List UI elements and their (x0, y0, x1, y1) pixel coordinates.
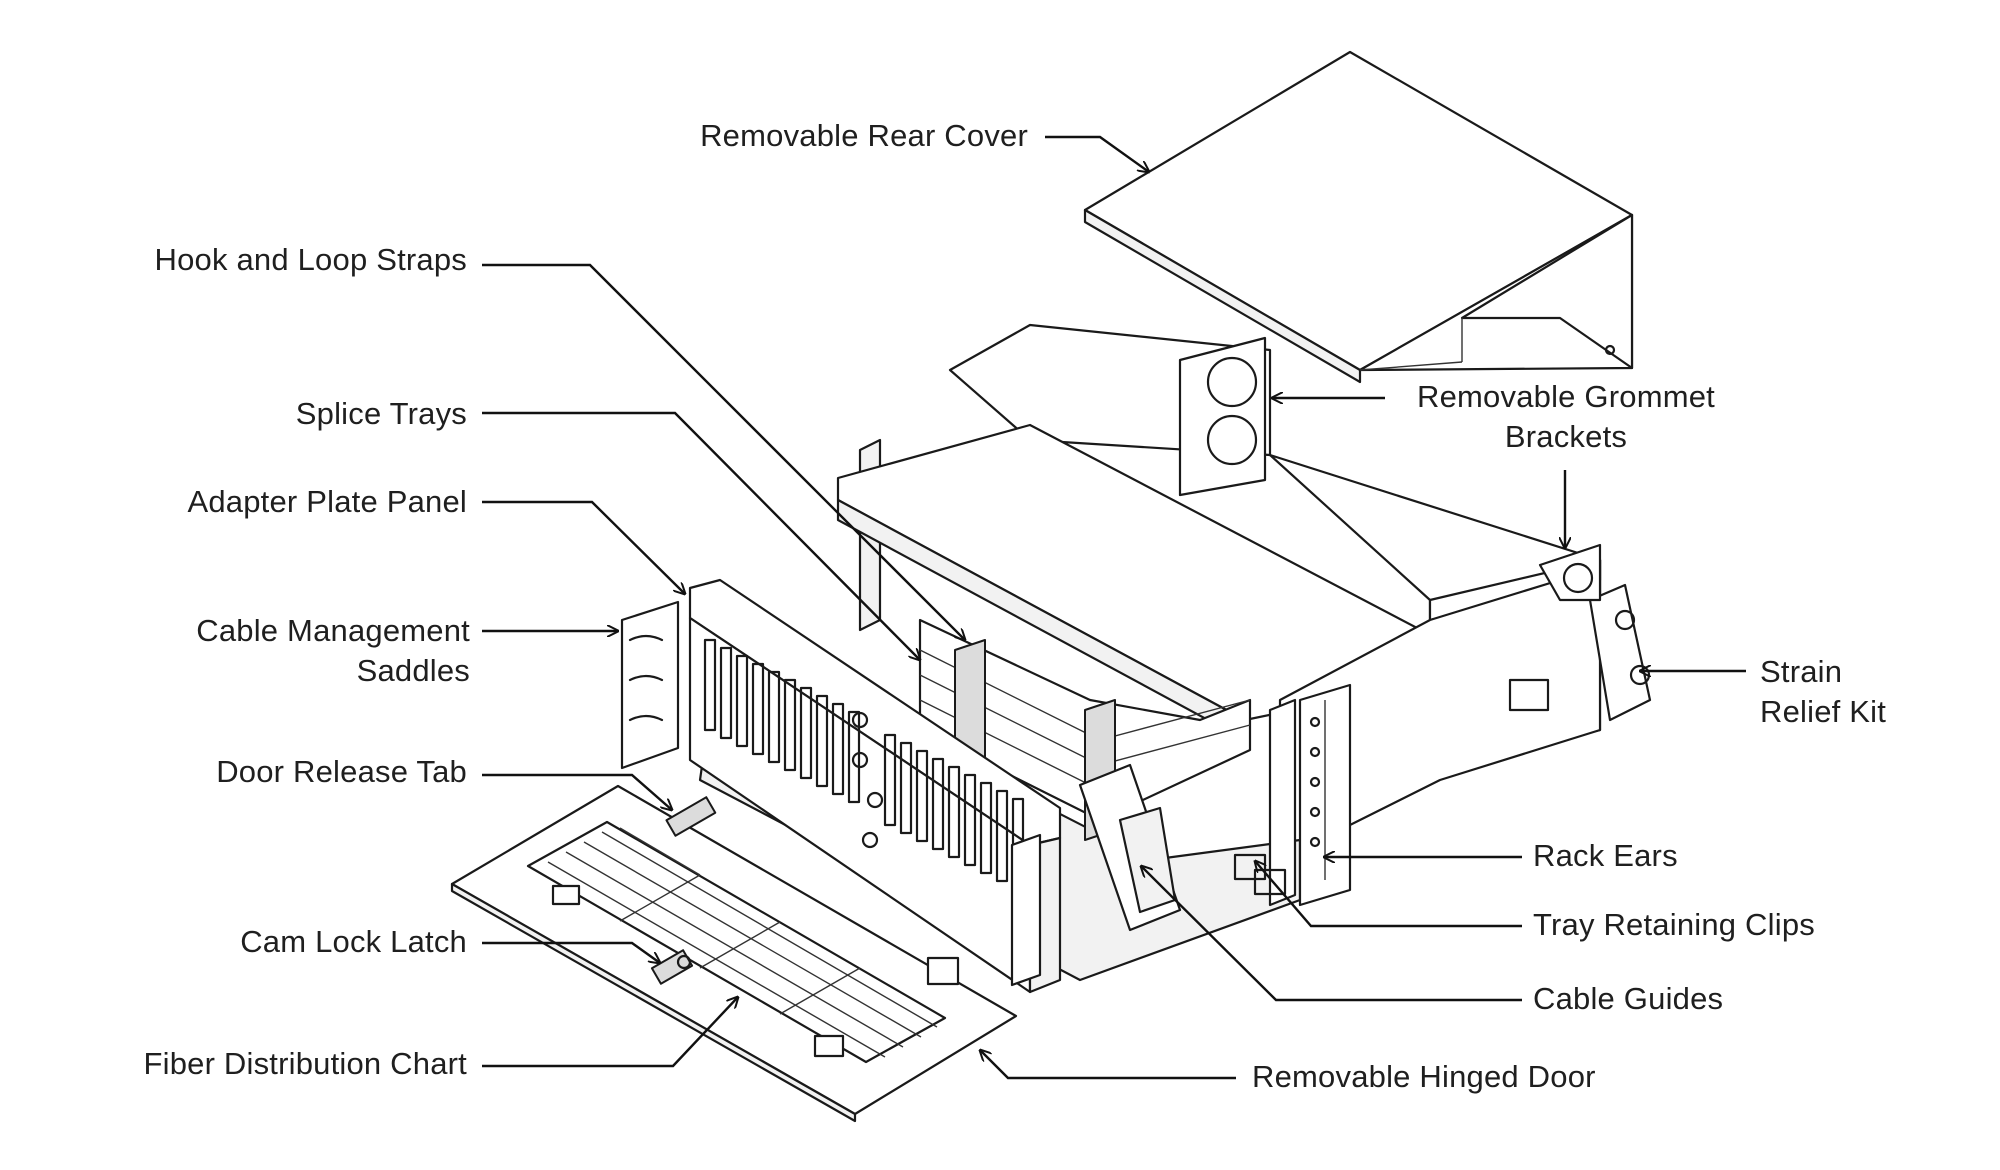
fiber-distribution-chart-grid (547, 827, 938, 1058)
cable-management-saddles (620, 600, 1042, 987)
label-cable-guides: Cable Guides (1533, 981, 1724, 1016)
adapter-plate-panel-drawing (620, 578, 1062, 994)
leader-door-release-tab (482, 773, 672, 810)
label-rack-ears: Rack Ears (1533, 838, 1678, 873)
leader-lines (482, 135, 1746, 1080)
label-cable-management-saddles: Cable Management Saddles (196, 611, 470, 691)
leader-hook-and-loop-straps (482, 263, 965, 640)
label-removable-grommet-brackets-line2: Brackets (1504, 419, 1628, 454)
label-door-release-tab: Door Release Tab (216, 754, 467, 789)
label-cable-management-saddles-line2: Saddles (356, 653, 470, 688)
leader-cable-guides (1141, 866, 1522, 1002)
label-strain-relief-kit-line1: Strain (1760, 654, 1843, 689)
leader-tray-retaining-clips (1255, 861, 1522, 928)
label-removable-grommet-brackets-line1: Removable Grommet (1417, 379, 1715, 414)
label-removable-hinged-door: Removable Hinged Door (1252, 1059, 1596, 1094)
label-fiber-distribution-chart: Fiber Distribution Chart (143, 1046, 467, 1081)
label-cam-lock-latch: Cam Lock Latch (240, 924, 467, 959)
leader-cam-lock-latch (482, 941, 660, 963)
leader-splice-trays (482, 411, 920, 660)
label-tray-retaining-clips: Tray Retaining Clips (1533, 907, 1815, 942)
label-strain-relief-kit: Strain Relief Kit (1760, 652, 1886, 732)
label-removable-grommet-brackets: Removable Grommet Brackets (1398, 377, 1734, 457)
label-adapter-plate-panel: Adapter Plate Panel (187, 484, 467, 519)
label-strain-relief-kit-line2: Relief Kit (1760, 694, 1887, 729)
chassis-drawing (698, 323, 1652, 982)
leader-adapter-plate-panel (482, 500, 685, 594)
leader-removable-hinged-door (980, 1050, 1236, 1080)
label-removable-rear-cover: Removable Rear Cover (700, 118, 1028, 153)
label-hook-and-loop-straps: Hook and Loop Straps (154, 242, 467, 277)
label-cable-management-saddles-line1: Cable Management (196, 613, 470, 648)
adapter-ports (703, 638, 1025, 891)
rear-cover-drawing (1083, 50, 1634, 384)
hinged-door-drawing (450, 784, 1018, 1123)
label-splice-trays: Splice Trays (295, 396, 467, 431)
leader-fiber-distribution-chart (482, 997, 738, 1068)
leader-removable-rear-cover (1045, 135, 1149, 172)
